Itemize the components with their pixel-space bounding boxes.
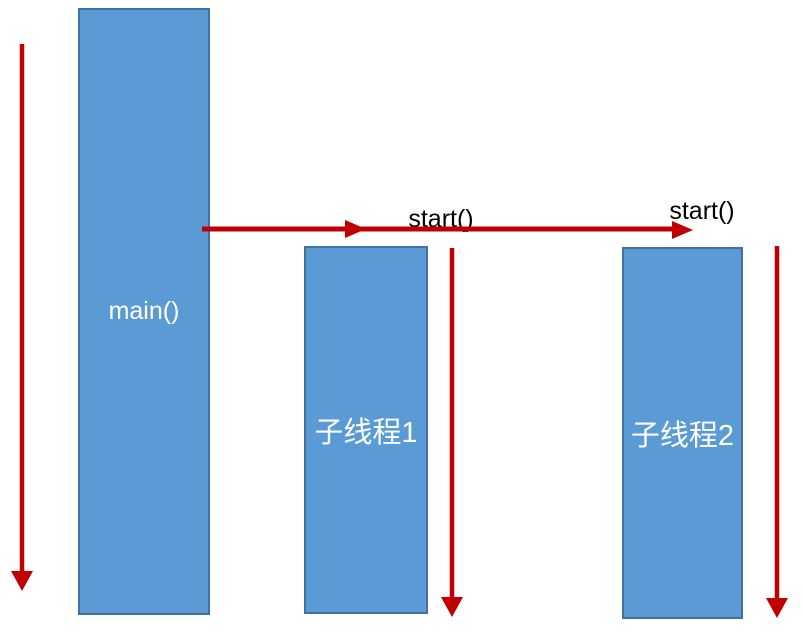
child-thread2-label: 子线程2 (630, 420, 735, 452)
main-lifeline-arrow (11, 44, 33, 591)
child-thread1-bar: 子线程1 (304, 246, 428, 614)
main-thread-label: main() (108, 297, 180, 325)
start-call-label-thread1: start() (408, 205, 474, 233)
start-call-label-thread2: start() (669, 197, 735, 225)
thread1-lifeline-arrow (441, 248, 463, 617)
child-thread2-bar: 子线程2 (622, 247, 743, 619)
thread2-lifeline-arrow (766, 246, 788, 618)
child-thread1-label: 子线程1 (314, 417, 418, 449)
main-thread-bar: main() (78, 8, 210, 615)
